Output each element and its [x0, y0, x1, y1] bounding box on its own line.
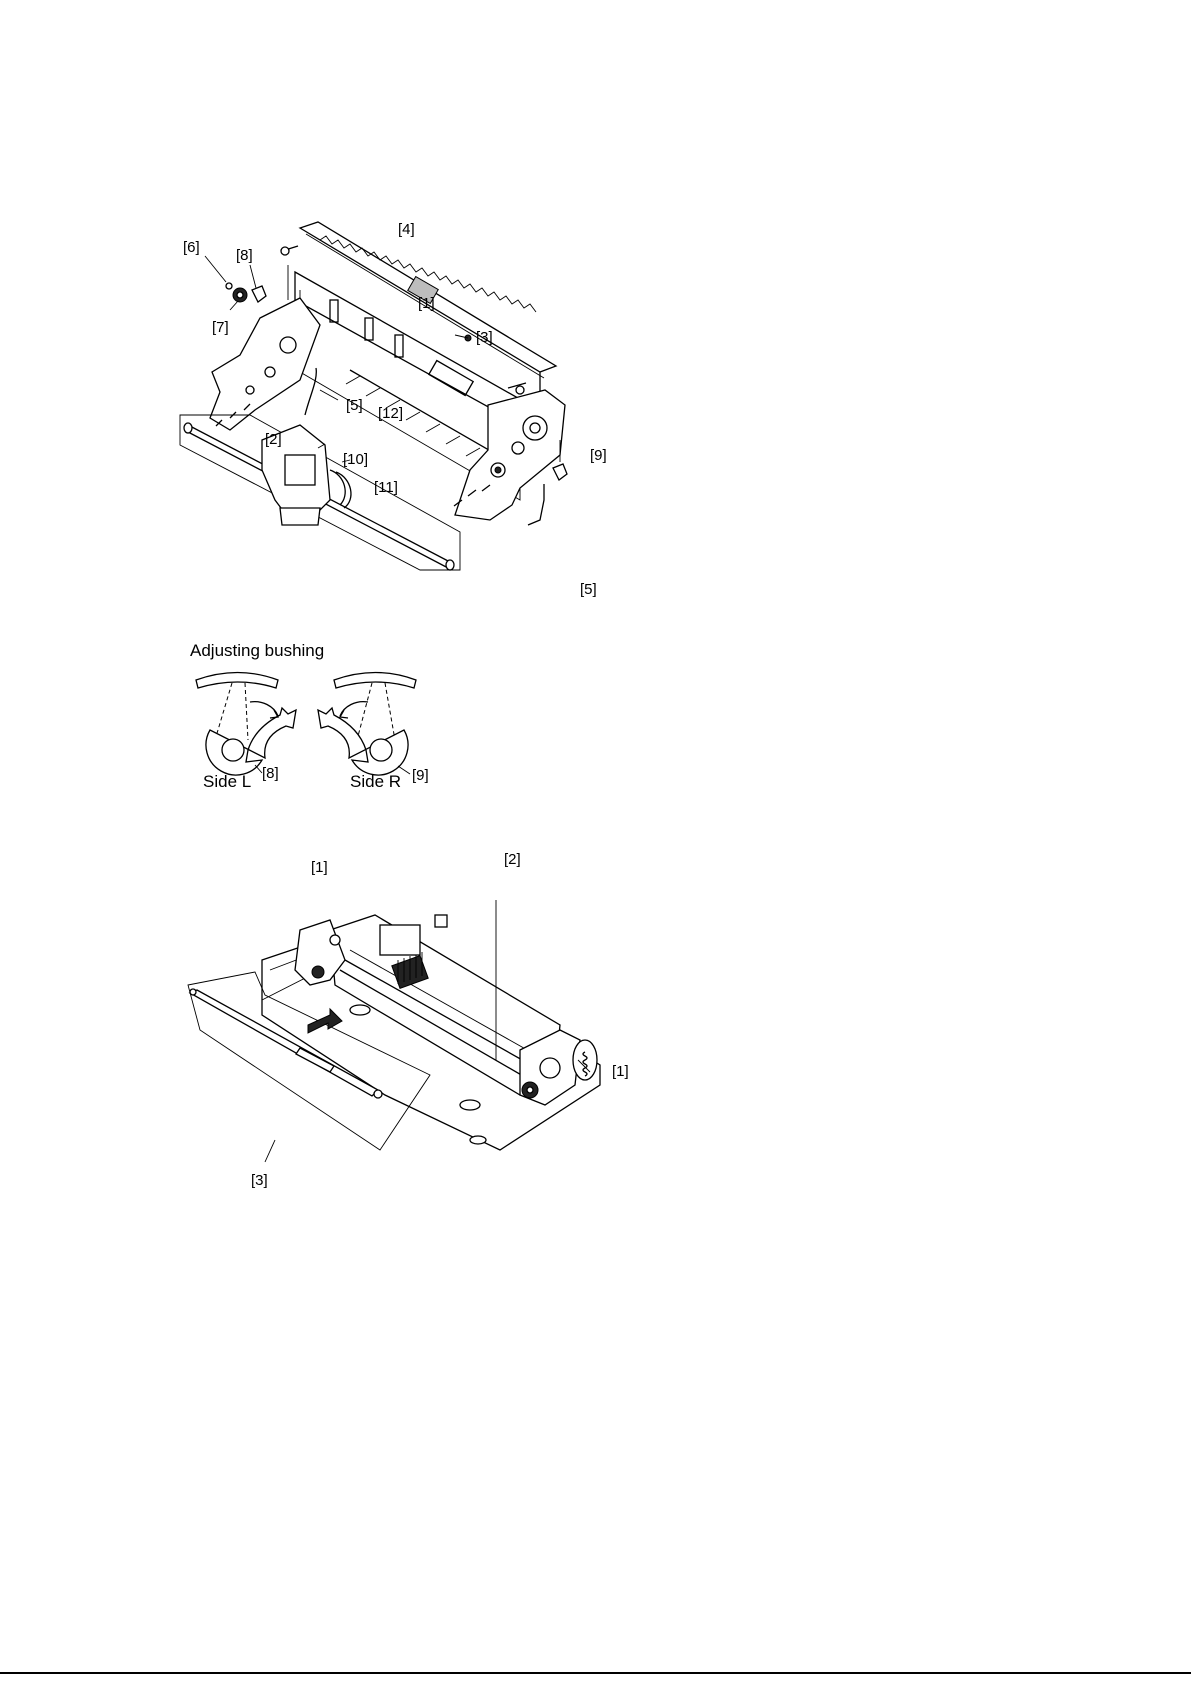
callout-2: [2]: [265, 432, 282, 448]
callout-9: [9]: [590, 448, 607, 464]
printer-assembly-drawing: [0, 900, 1191, 1200]
fig2-callout-3: [3]: [251, 1173, 268, 1189]
callout-10: [10]: [343, 452, 368, 468]
left-bushing-part: [252, 286, 266, 302]
callout-12: [12]: [378, 406, 403, 422]
callout-11: [11]: [374, 480, 398, 496]
callout-5-right: [5]: [580, 582, 597, 598]
callout-1: [1]: [418, 296, 435, 312]
fig2-callout-1-right: [1]: [612, 1064, 629, 1080]
page-bottom-rule: [0, 1672, 1191, 1674]
bushing-drawing: [0, 640, 1191, 790]
exploded-frame-drawing: [0, 0, 1191, 640]
callout-5-left: [5]: [346, 398, 363, 414]
left-side-plate: [210, 298, 320, 430]
right-side-plate: [455, 390, 565, 520]
bushing-callout-8: [8]: [262, 766, 279, 782]
callout-3: [3]: [476, 330, 493, 346]
fig2-callout-1-left: [1]: [311, 860, 328, 876]
spring-left: [305, 368, 316, 415]
right-bushing-part: [553, 464, 567, 480]
printer-assembly-diagram: [0, 900, 1191, 1200]
screw-top: [281, 247, 289, 255]
callout-8: [8]: [236, 248, 253, 264]
side-r-label: Side R: [350, 772, 401, 792]
e-ring-part: [226, 283, 232, 289]
callout-6: [6]: [183, 240, 200, 256]
side-l-label: Side L: [203, 772, 251, 792]
callout-7: [7]: [212, 320, 229, 336]
exploded-frame-diagram: [4] [6] [8] [7] [1] [3] [5] [12] [2] [9]…: [0, 0, 1191, 640]
adjusting-bushing-diagram: Adjusting bushing [8] [9]: [0, 640, 1191, 790]
bushing-callout-9: [9]: [412, 768, 429, 784]
fig2-callout-2: [2]: [504, 852, 521, 868]
spring-right: [528, 484, 544, 525]
left-bushing-shape: [206, 708, 296, 775]
callout-4: [4]: [398, 222, 415, 238]
